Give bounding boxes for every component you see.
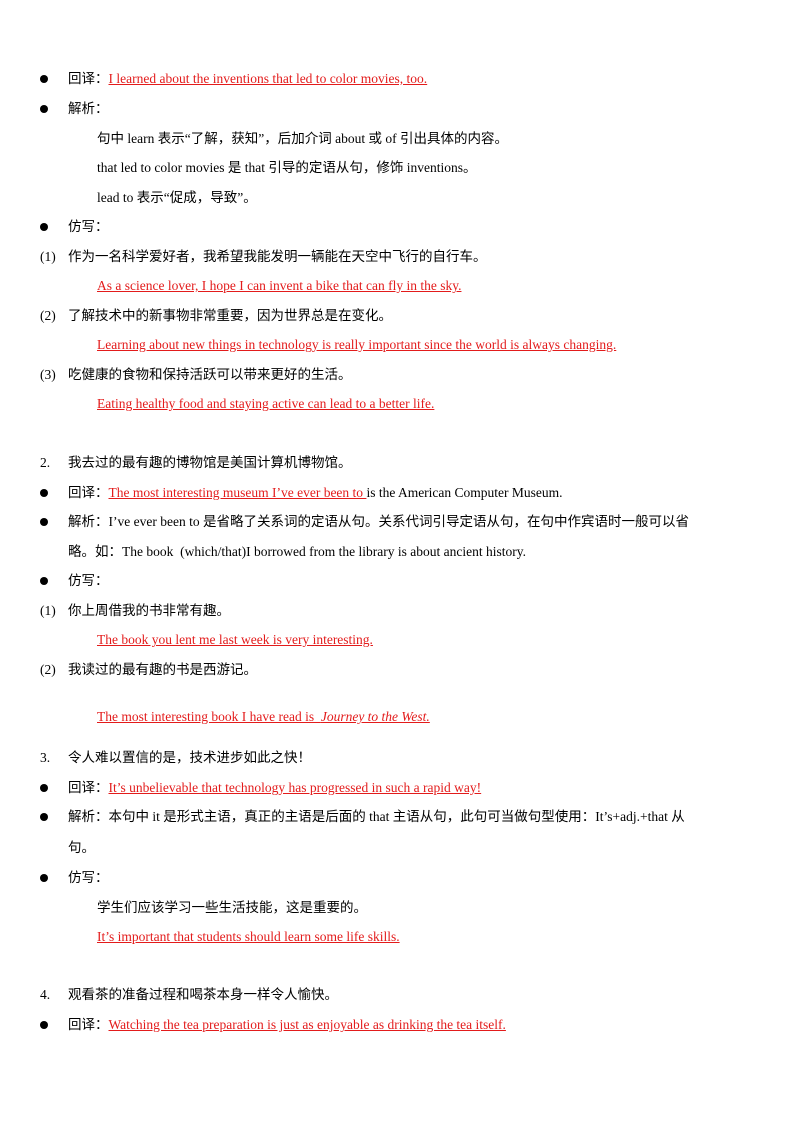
- item-number: (2): [40, 662, 56, 677]
- section-number: 4.: [40, 987, 51, 1002]
- item-english: Learning about new things in technology …: [97, 337, 617, 352]
- analysis-text: 本句中 it 是形式主语，真正的主语是后面的 that 主语从句，此句可当做句型…: [108, 809, 685, 824]
- book-title: Journey to the West.: [320, 709, 430, 724]
- translation-rest: is the American Computer Museum.: [366, 485, 563, 500]
- item-english: The book you lent me last week is very i…: [97, 632, 373, 647]
- translation-label: 回译：: [68, 485, 109, 500]
- item-number: (3): [40, 367, 56, 382]
- translation-label: 回译：: [68, 1017, 109, 1032]
- item-chinese: 吃健康的食物和保持活跃可以带来更好的生活。: [68, 367, 352, 382]
- translation-row: 回译：I learned about the inventions that l…: [68, 70, 427, 88]
- item-chinese: 作为一名科学爱好者，我希望我能发明一辆能在天空中飞行的自行车。: [68, 249, 487, 264]
- item-english: Eating healthy food and staying active c…: [97, 396, 435, 411]
- bullet: [40, 223, 48, 231]
- analysis-label: 解析：: [68, 101, 109, 116]
- analysis-text: I’ve ever been to 是省略了关系词的定语从句。关系代词引导定语从…: [108, 514, 689, 529]
- bullet: [40, 105, 48, 113]
- analysis-line: 句中 learn 表示“了解，获知”，后加介词 about 或 of 引出具体的…: [97, 131, 508, 146]
- section-title: 令人难以置信的是，技术进步如此之快！: [68, 750, 311, 765]
- imitation-label: 仿写：: [68, 573, 109, 588]
- imitation-label: 仿写：: [68, 870, 109, 885]
- imitation-english: It’s important that students should lear…: [97, 929, 400, 944]
- bullet: [40, 489, 48, 497]
- item-chinese: 我读过的最有趣的书是西游记。: [68, 662, 257, 677]
- analysis-row: 解析：本句中 it 是形式主语，真正的主语是后面的 that 主语从句，此句可当…: [68, 808, 685, 826]
- section-title: 我去过的最有趣的博物馆是美国计算机博物馆。: [68, 455, 352, 470]
- bullet: [40, 1021, 48, 1029]
- item-chinese: 了解技术中的新事物非常重要，因为世界总是在变化。: [68, 308, 392, 323]
- imitation-chinese: 学生们应该学习一些生活技能，这是重要的。: [97, 900, 367, 915]
- translation-label: 回译：: [68, 780, 109, 795]
- bullet: [40, 577, 48, 585]
- section-number: 3.: [40, 750, 51, 765]
- bullet: [40, 518, 48, 526]
- translation-text: It’s unbelievable that technology has pr…: [108, 780, 482, 795]
- item-number: (1): [40, 603, 56, 618]
- translation-text: I learned about the inventions that led …: [108, 71, 428, 86]
- imitation-label: 仿写：: [68, 219, 109, 234]
- analysis-line: that led to color movies 是 that 引导的定语从句，…: [97, 160, 477, 175]
- translation-label: 回译：: [68, 71, 109, 86]
- bullet: [40, 813, 48, 821]
- analysis-line: 句。: [68, 840, 95, 855]
- bullet: [40, 75, 48, 83]
- analysis-label: 解析：: [68, 514, 109, 529]
- translation-row: 回译：It’s unbelievable that technology has…: [68, 779, 481, 797]
- bullet: [40, 874, 48, 882]
- item-chinese: 你上周借我的书非常有趣。: [68, 603, 230, 618]
- analysis-line: 略。如：The book (which/that)I borrowed from…: [68, 544, 527, 559]
- analysis-row: 解析：I’ve ever been to 是省略了关系词的定语从句。关系代词引导…: [68, 513, 689, 531]
- item-number: (2): [40, 308, 56, 323]
- analysis-line: lead to 表示“促成，导致”。: [97, 190, 257, 205]
- item-english: The most interesting book I have read is…: [97, 690, 430, 726]
- bullet: [40, 784, 48, 792]
- translation-row: 回译：The most interesting museum I’ve ever…: [68, 484, 563, 502]
- item-number: (1): [40, 249, 56, 264]
- section-title: 观看茶的准备过程和喝茶本身一样令人愉快。: [68, 987, 338, 1002]
- translation-row: 回译：Watching the tea preparation is just …: [68, 1016, 506, 1034]
- item-english-text: The most interesting book I have read is: [97, 709, 321, 724]
- translation-text: Watching the tea preparation is just as …: [108, 1017, 506, 1032]
- item-english: As a science lover, I hope I can invent …: [97, 278, 462, 293]
- translation-text: The most interesting museum I’ve ever be…: [108, 485, 367, 500]
- section-number: 2.: [40, 455, 51, 470]
- analysis-label: 解析：: [68, 809, 109, 824]
